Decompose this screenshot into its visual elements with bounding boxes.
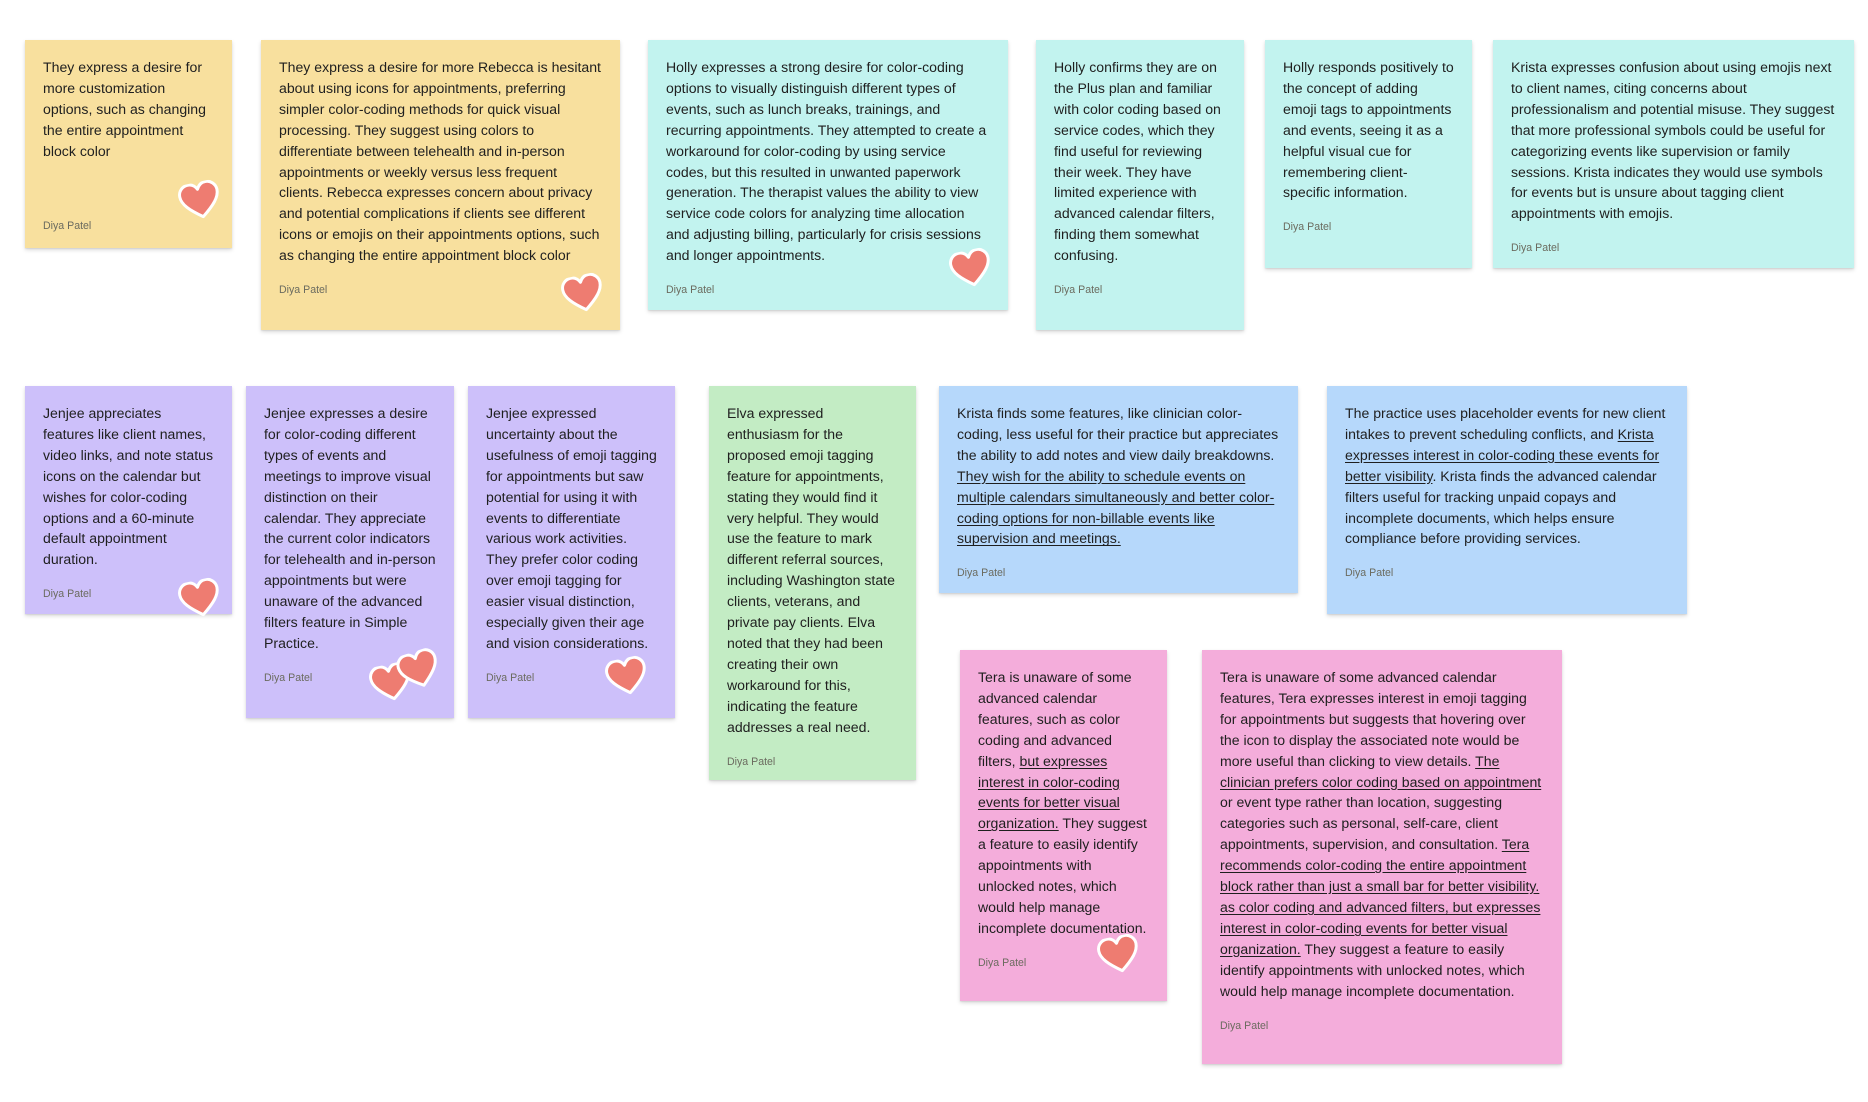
- note-text-run: Holly confirms they are on the Plus plan…: [1054, 59, 1221, 264]
- note-author: Diya Patel: [264, 671, 313, 684]
- note-text-run: Jenjee appreciates features like client …: [43, 405, 214, 568]
- note-author: Diya Patel: [1054, 284, 1103, 297]
- heart-icon: [178, 179, 219, 219]
- note-author: Diya Patel: [727, 755, 776, 768]
- sticky-note-8[interactable]: Jenjee expresses a desire for color-codi…: [246, 386, 454, 718]
- note-text-run: . Krista finds the advanced calendar fil…: [1345, 467, 1657, 547]
- note-text: They express a desire for more Rebecca i…: [279, 57, 602, 266]
- note-text-run: Jenjee expresses a desire for color-codi…: [264, 405, 436, 651]
- note-text-underlined: Tera recommends color-coding the entire …: [1220, 836, 1541, 957]
- sticky-note-7[interactable]: Jenjee appreciates features like client …: [25, 386, 232, 617]
- note-text-run: They express a desire for more customiza…: [43, 59, 206, 159]
- note-author: Diya Patel: [666, 284, 715, 297]
- note-text: Elva expressed enthusiasm for the propos…: [727, 403, 898, 738]
- sticky-note-6[interactable]: Krista expresses confusion about using e…: [1493, 40, 1854, 268]
- heart-icon: [178, 577, 219, 617]
- note-text-run: Krista expresses confusion about using e…: [1511, 59, 1835, 222]
- note-text-run: Elva expressed enthusiasm for the propos…: [727, 405, 895, 735]
- sticky-note-1[interactable]: They express a desire for more customiza…: [25, 40, 232, 248]
- note-text: Jenjee appreciates features like client …: [43, 403, 214, 570]
- sticky-note-10[interactable]: Elva expressed enthusiasm for the propos…: [709, 386, 916, 780]
- note-text-run: The practice uses placeholder events for…: [1345, 405, 1666, 442]
- note-text-run: Holly responds positively to the concept…: [1283, 59, 1454, 201]
- note-text: They express a desire for more customiza…: [43, 57, 214, 162]
- note-author: Diya Patel: [957, 567, 1006, 580]
- note-text-run: They express a desire for more Rebecca i…: [279, 59, 601, 264]
- note-text: Krista finds some features, like clinici…: [957, 403, 1280, 549]
- note-text: Tera is unaware of some advanced calenda…: [978, 667, 1149, 939]
- sticky-note-13[interactable]: Tera is unaware of some advanced calenda…: [960, 650, 1167, 1001]
- note-text: Holly responds positively to the concept…: [1283, 57, 1454, 203]
- note-author: Diya Patel: [1511, 242, 1560, 255]
- note-text-underlined: Krista expresses interest in color-codin…: [1345, 425, 1660, 484]
- note-text: Krista expresses confusion about using e…: [1511, 57, 1836, 224]
- sticky-note-3[interactable]: Holly expresses a strong desire for colo…: [648, 40, 1008, 310]
- note-text: Holly expresses a strong desire for colo…: [666, 57, 990, 266]
- note-author: Diya Patel: [43, 588, 92, 601]
- note-text: Tera is unaware of some advanced calenda…: [1220, 667, 1544, 1002]
- note-text-underlined: The clinician prefers color coding based…: [1220, 752, 1542, 790]
- note-author: Diya Patel: [1220, 1019, 1269, 1032]
- heart-icon: [396, 648, 437, 687]
- note-text-run: They suggest a feature to easily identif…: [1220, 940, 1525, 999]
- heart-icon: [1097, 933, 1138, 973]
- note-text-run: Holly expresses a strong desire for colo…: [666, 59, 987, 264]
- note-text: Holly confirms they are on the Plus plan…: [1054, 57, 1226, 266]
- sticky-note-4[interactable]: Holly confirms they are on the Plus plan…: [1036, 40, 1244, 330]
- note-text: Jenjee expresses a desire for color-codi…: [264, 403, 436, 654]
- sticky-note-2[interactable]: They express a desire for more Rebecca i…: [261, 40, 620, 330]
- note-text-run: Jenjee expressed uncertainty about the u…: [486, 405, 657, 651]
- heart-icon: [949, 247, 990, 287]
- note-text: The practice uses placeholder events for…: [1345, 403, 1669, 549]
- sticky-note-11[interactable]: Krista finds some features, like clinici…: [939, 386, 1298, 593]
- heart-icon: [605, 655, 646, 695]
- note-text-run: Tera is unaware of some advanced calenda…: [1220, 669, 1527, 769]
- sticky-note-14[interactable]: Tera is unaware of some advanced calenda…: [1202, 650, 1562, 1064]
- sticky-note-12[interactable]: The practice uses placeholder events for…: [1327, 386, 1687, 614]
- sticky-note-5[interactable]: Holly responds positively to the concept…: [1265, 40, 1472, 268]
- note-author: Diya Patel: [279, 284, 328, 297]
- note-text-run: Krista finds some features, like clinici…: [957, 405, 1279, 463]
- note-author: Diya Patel: [1345, 567, 1394, 580]
- note-text-run: or event type rather than location, sugg…: [1220, 794, 1503, 853]
- note-text-run: Tera is unaware of some advanced calenda…: [978, 669, 1132, 769]
- note-author: Diya Patel: [978, 956, 1027, 969]
- note-text-underlined: but expresses interest in color-coding e…: [978, 752, 1120, 832]
- sticky-note-9[interactable]: Jenjee expressed uncertainty about the u…: [468, 386, 675, 718]
- note-text-underlined: They wish for the ability to schedule ev…: [957, 467, 1275, 547]
- note-text-run: They suggest a feature to easily identif…: [978, 815, 1147, 936]
- note-text: Jenjee expressed uncertainty about the u…: [486, 403, 657, 654]
- note-author: Diya Patel: [486, 671, 535, 684]
- heart-icon: [561, 272, 602, 312]
- note-author: Diya Patel: [43, 219, 92, 232]
- note-author: Diya Patel: [1283, 221, 1332, 234]
